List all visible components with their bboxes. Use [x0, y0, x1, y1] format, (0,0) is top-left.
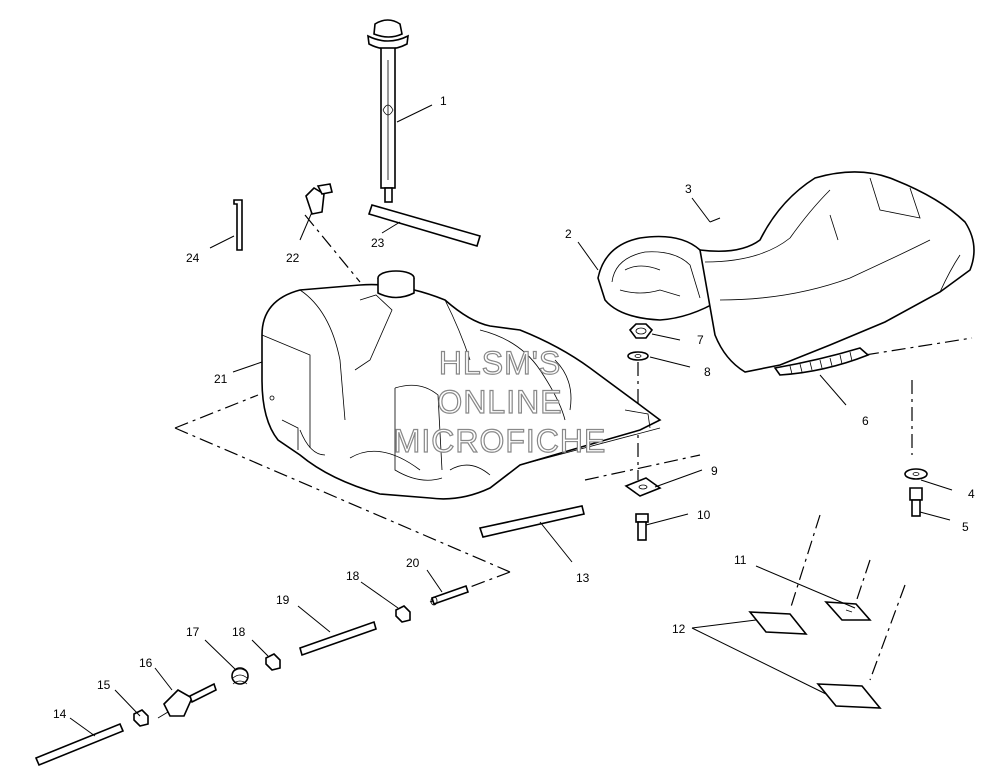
hose-23 — [367, 204, 481, 247]
seat-base — [597, 235, 721, 321]
callout-10: 10 — [697, 508, 711, 522]
bracket-9 — [624, 477, 662, 497]
decal-11 — [824, 601, 872, 621]
fuel-tank — [261, 270, 662, 500]
spring-17 — [231, 667, 249, 685]
callout-21: 21 — [214, 372, 228, 386]
leader-lines — [69, 104, 953, 737]
decal-12-lower — [816, 683, 882, 709]
seat-cover — [699, 171, 975, 373]
callout-11: 11 — [734, 553, 747, 567]
callout-7: 7 — [697, 333, 704, 347]
fitting-22 — [305, 183, 333, 215]
decal-12-upper — [748, 611, 808, 635]
seat-strap — [773, 347, 870, 376]
callout-3: 3 — [685, 182, 692, 196]
callout-17: 17 — [186, 625, 200, 639]
callout-18-upper: 18 — [346, 569, 360, 583]
nut-7 — [628, 323, 654, 339]
callout-13: 13 — [576, 571, 590, 585]
fuel-gauge-sender — [367, 19, 409, 203]
callout-15: 15 — [97, 678, 111, 692]
callout-5: 5 — [962, 520, 969, 534]
fitting-20 — [430, 584, 470, 606]
callout-4: 4 — [968, 487, 975, 501]
tube-14 — [34, 722, 125, 767]
watermark-line-1: HLSM'S — [439, 345, 561, 381]
callout-6: 6 — [862, 414, 869, 428]
callout-23: 23 — [371, 236, 385, 250]
callout-12: 12 — [672, 622, 686, 636]
watermark: HLSM'S ONLINE MICROFICHE — [393, 344, 607, 459]
callout-22: 22 — [286, 251, 300, 265]
clamp-18-lower — [265, 653, 281, 671]
callout-9: 9 — [711, 464, 718, 478]
callout-16: 16 — [139, 656, 153, 670]
callout-20: 20 — [406, 556, 420, 570]
callout-2: 2 — [565, 227, 572, 241]
callout-numbers: 1 2 3 4 5 6 7 8 9 10 11 12 13 14 15 16 1… — [53, 94, 975, 721]
washer-8 — [627, 351, 649, 361]
callout-18-lower: 18 — [232, 625, 246, 639]
rod-24 — [233, 199, 243, 251]
tube-19 — [299, 620, 377, 657]
callout-14: 14 — [53, 707, 67, 721]
bolt-10 — [635, 513, 649, 541]
strip-13 — [478, 505, 585, 538]
clamp-18-upper — [395, 605, 411, 623]
callout-8: 8 — [704, 365, 711, 379]
callout-24: 24 — [186, 251, 200, 265]
watermark-line-3: MICROFICHE — [394, 423, 607, 459]
watermark-line-2: ONLINE — [437, 384, 562, 420]
callout-19: 19 — [276, 593, 290, 607]
callout-1: 1 — [440, 94, 447, 108]
bolt-5 — [909, 487, 923, 517]
washer-4 — [904, 468, 928, 480]
filter-16 — [157, 682, 217, 719]
